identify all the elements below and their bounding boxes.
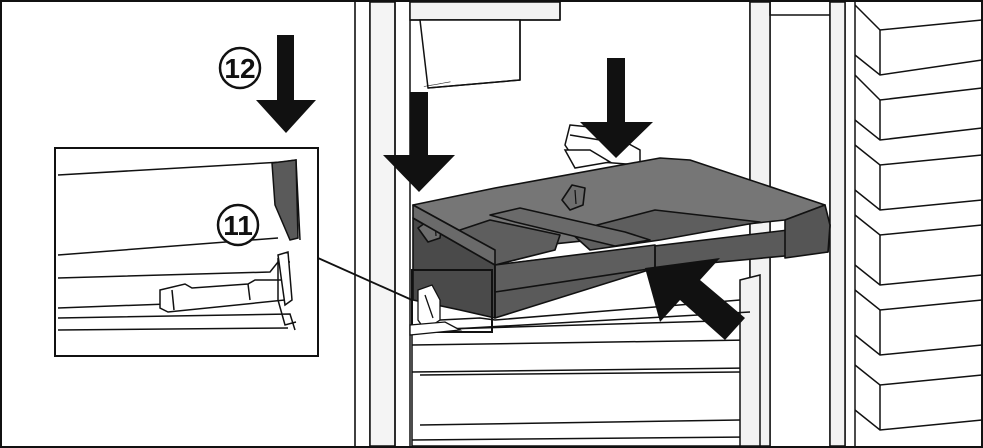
callout-11-label: 11 [223,210,253,241]
detail-highlight-box [411,269,493,333]
callout-12: 12 [218,46,262,90]
detail-inset-panel [54,147,319,357]
down-arrow-icon [383,92,455,192]
leader-line [317,257,413,301]
down-arrow-icon [256,35,316,133]
callout-11: 11 [216,203,260,247]
pull-out-drawer [412,157,831,319]
cabinet-interior: ——— [369,1,845,447]
latch-mechanism [409,284,463,336]
down-arrow-icon [580,58,653,158]
callout-12-label: 12 [224,53,255,84]
diagonal-arrow-icon [645,258,745,340]
svg-text:———: ——— [423,76,451,91]
right-door-panel [829,1,983,447]
